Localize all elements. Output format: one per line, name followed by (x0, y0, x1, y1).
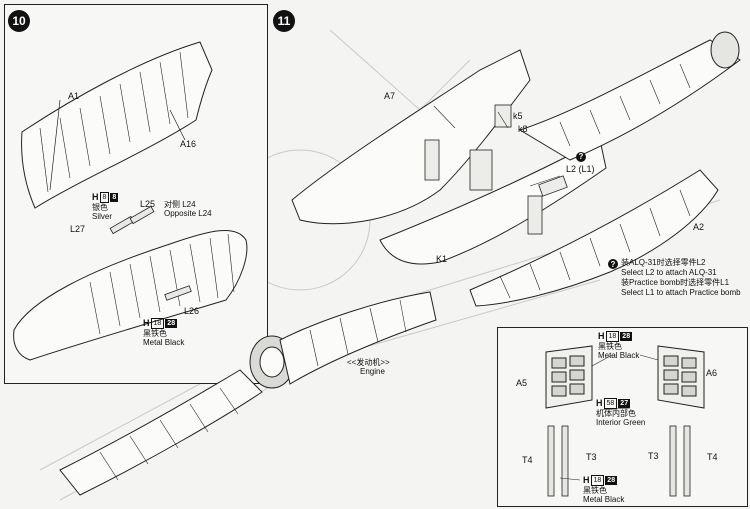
paint-black-cn: 黑铁色 (143, 329, 167, 338)
paint-black-en: Metal Black (143, 338, 185, 347)
note-line-1: 装ALQ-31时选择零件L2 (621, 258, 706, 267)
note-question-icon: ? (608, 259, 618, 269)
l2-question-icon: ? (576, 151, 586, 162)
label-t4-left: T4 (522, 455, 533, 465)
paint-silver-en: Silver (92, 212, 113, 221)
upper-cowl-part (21, 41, 213, 209)
inset-mid-cn: 机体内部色 (596, 409, 636, 418)
label-a5: A5 (516, 378, 528, 388)
seat-back-a6 (657, 345, 705, 409)
inset-top-en: Metal Black (598, 351, 640, 360)
engine-label-en: Engine (360, 367, 385, 376)
note-line-2: Select L2 to attach ALQ-31 (621, 268, 717, 277)
seat-detail-inset (497, 327, 748, 507)
label-a6: A6 (706, 368, 718, 378)
paint-silver-cn: 银色 (92, 203, 108, 212)
label-a1: A1 (68, 91, 80, 101)
opposite-l24-cn: 对侧 L24 (164, 200, 196, 209)
inset-mid-en: Interior Green (596, 418, 646, 427)
label-a2: A2 (693, 222, 705, 232)
label-t3-right: T3 (648, 451, 659, 461)
label-k1: K1 (436, 254, 448, 264)
label-l2-l1: L2 (L1) (566, 164, 595, 174)
inset-bottom-en: Metal Black (583, 495, 625, 504)
label-t3-left: T3 (586, 452, 597, 462)
step-10-badge: 10 (8, 10, 30, 32)
label-a7: A7 (384, 91, 396, 101)
exhaust-part (518, 31, 741, 161)
label-l27: L27 (70, 224, 86, 234)
opposite-l24-en: Opposite L24 (164, 209, 212, 218)
label-t4-right: T4 (707, 452, 718, 462)
engine-label-cn: <<发动机>> (347, 358, 390, 367)
lower-nacelle-part (13, 229, 248, 361)
label-a16: A16 (180, 139, 197, 149)
label-l25: L25 (140, 199, 156, 209)
label-k5: k5 (513, 111, 523, 121)
inset-bottom-cn: 黑铁色 (583, 486, 607, 495)
engine-part (59, 291, 437, 496)
step-11-badge: 11 (273, 10, 295, 32)
seat-back-a5 (545, 345, 593, 409)
label-k8: k8 (518, 124, 528, 134)
fuselage-part (291, 49, 719, 307)
note-line-3: 装Practice bomb时选择零件L1 (621, 278, 730, 287)
note-line-4: Select L1 to attach Practice bomb (621, 288, 741, 297)
label-l26: L26 (184, 306, 200, 316)
inset-top-cn: 黑铁色 (598, 342, 622, 351)
